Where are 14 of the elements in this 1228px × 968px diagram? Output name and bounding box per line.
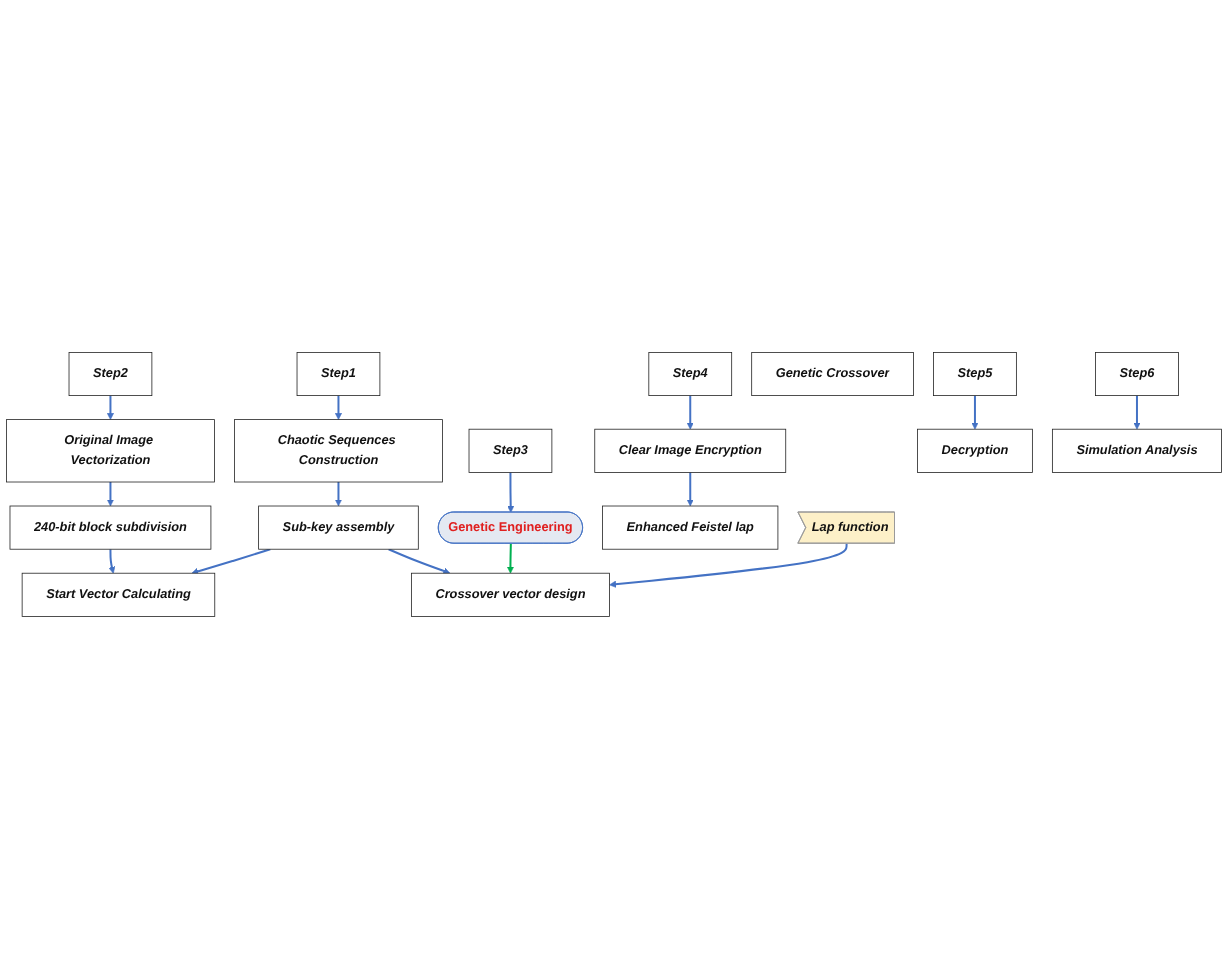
arrow [686,394,694,430]
arrow [506,542,514,574]
arrow [1133,394,1141,430]
arrow [191,547,272,575]
arrow [334,480,342,506]
arrow [686,471,694,506]
arrow [106,480,114,506]
arrow [971,394,979,430]
arrow [334,394,342,420]
arrow [507,471,515,513]
arrow [108,547,116,574]
arrow [387,547,451,574]
arrow [106,394,114,420]
arrow [609,542,848,588]
